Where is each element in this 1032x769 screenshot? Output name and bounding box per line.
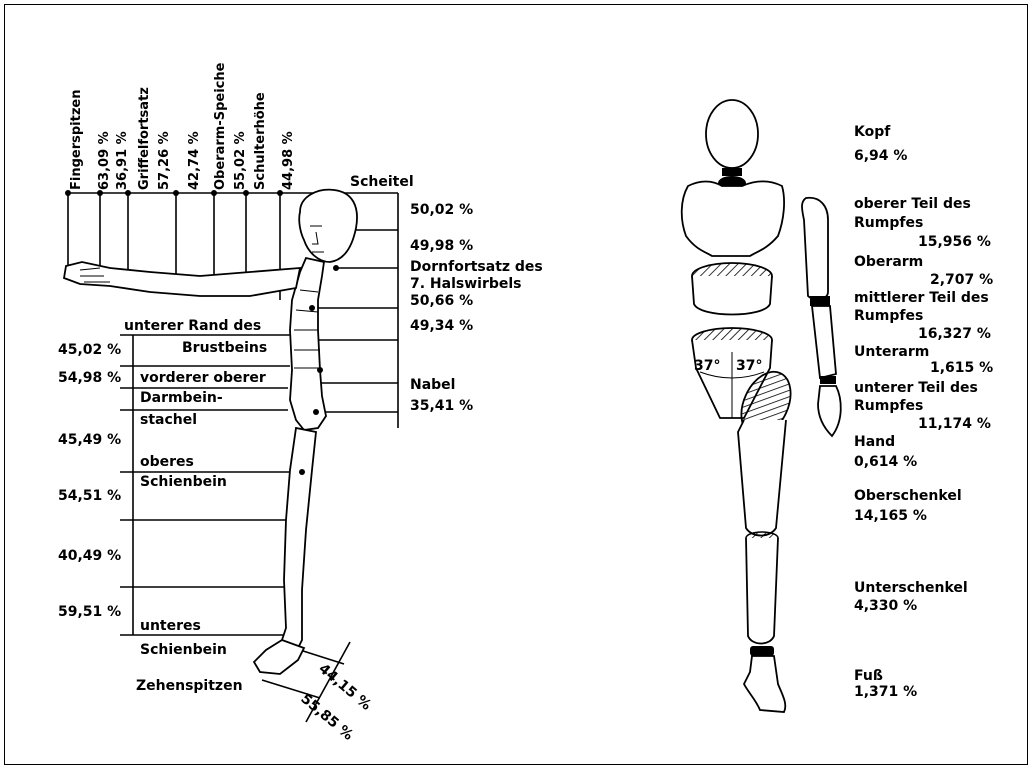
label-zehenspitzen: Zehenspitzen — [136, 678, 243, 694]
segment-head — [706, 100, 758, 168]
value-unterarm: 1,615 % — [930, 360, 993, 376]
label-unterer-rand: unterer Rand des — [124, 318, 261, 334]
angle-right: 37° — [736, 358, 762, 374]
value-49-98: 49,98 % — [410, 238, 473, 254]
neck-joint-a — [722, 168, 742, 176]
value-oberarm: 2,707 % — [930, 272, 993, 288]
label-dornfortsatz-2: 7. Halswirbels — [410, 276, 522, 292]
value-50-02: 50,02 % — [410, 202, 473, 218]
right-figure: 37° 37° Kopf 6,94 % oberer Teil des Rump… — [682, 100, 993, 712]
label-unterer-rumpf-2: Rumpfes — [854, 398, 923, 414]
value-oberarm-speiche: 55,02 % — [233, 131, 248, 190]
segment-upper-torso — [682, 182, 784, 257]
value-50-66: 50,66 % — [410, 293, 473, 309]
segment-shank — [746, 538, 778, 644]
label-oberer-rumpf: oberer Teil des — [854, 196, 971, 212]
label-dornfortsatz-1: Dornfortsatz des — [410, 259, 543, 275]
left-figure: Fingerspitzen 63,09 % 36,91 % Griffelfor… — [58, 62, 543, 743]
value-oberschenkel: 14,165 % — [854, 508, 927, 524]
label-vorderer-oberer: vorderer oberer — [140, 370, 266, 386]
segment-thigh — [738, 420, 786, 536]
value-45-02: 45,02 % — [58, 342, 121, 358]
label-schulterhoehe: Schulterhöhe — [253, 92, 268, 190]
value-40-49: 40,49 % — [58, 548, 121, 564]
label-unterarm: Unterarm — [854, 344, 929, 360]
label-mittlerer-rumpf-2: Rumpfes — [854, 308, 923, 324]
leg-shape — [280, 428, 316, 656]
label-unterer-rumpf: unterer Teil des — [854, 380, 978, 396]
value-unterer-rumpf: 11,174 % — [918, 416, 991, 432]
label-schienbein-oberes: Schienbein — [140, 474, 227, 490]
value-54-98: 54,98 % — [58, 370, 121, 386]
segment-upper-arm — [802, 198, 828, 300]
segment-foot — [744, 656, 785, 712]
value-54-51: 54,51 % — [58, 488, 121, 504]
ankle-joint — [750, 646, 774, 656]
label-fingerspitzen: Fingerspitzen — [69, 90, 84, 190]
label-schienbein-unteres: Schienbein — [140, 642, 227, 658]
segment-forearm — [812, 306, 836, 378]
label-brustbeins: Brustbeins — [182, 340, 267, 356]
label-oberarm-speiche: Oberarm-Speiche — [213, 62, 228, 190]
value-35-41: 35,41 % — [410, 398, 473, 414]
label-oberes: oberes — [140, 454, 194, 470]
label-oberschenkel: Oberschenkel — [854, 488, 962, 504]
segment-middle-torso — [692, 276, 772, 315]
label-griffelfortsatz: Griffelfortsatz — [137, 87, 152, 190]
elbow-joint — [810, 296, 830, 306]
value-unterschenkel: 4,330 % — [854, 598, 917, 614]
wrist-joint — [820, 376, 836, 384]
head-shape — [299, 190, 357, 262]
value-45-49: 45,49 % — [58, 432, 121, 448]
value-fingerspitzen: 63,09 % — [97, 131, 112, 190]
label-oberer-rumpf-2: Rumpfes — [854, 215, 923, 231]
foot-tick-a — [300, 650, 344, 664]
value-36-91: 36,91 % — [115, 131, 130, 190]
label-fuss: Fuß — [854, 668, 883, 684]
label-unterschenkel: Unterschenkel — [854, 580, 968, 596]
label-nabel: Nabel — [410, 377, 455, 393]
label-oberarm: Oberarm — [854, 254, 923, 270]
label-darmbein: Darmbein- — [140, 390, 223, 406]
segment-hand — [818, 386, 841, 436]
value-hand: 0,614 % — [854, 454, 917, 470]
label-stachel: stachel — [140, 412, 197, 428]
arm-shape — [64, 262, 300, 296]
label-kopf: Kopf — [854, 124, 891, 140]
label-hand: Hand — [854, 434, 895, 450]
value-49-34: 49,34 % — [410, 318, 473, 334]
value-griffelfortsatz: 57,26 % — [157, 131, 172, 190]
angle-left: 37° — [694, 358, 720, 374]
value-kopf: 6,94 % — [854, 148, 907, 164]
value-59-51: 59,51 % — [58, 604, 121, 620]
value-fuss: 1,371 % — [854, 684, 917, 700]
label-mittlerer-rumpf: mittlerer Teil des — [854, 290, 989, 306]
segment-labels: Kopf 6,94 % oberer Teil des Rumpfes 15,9… — [854, 124, 993, 700]
foot-shape — [254, 640, 304, 674]
value-mittlerer-rumpf: 16,327 % — [918, 326, 991, 342]
value-oberer-rumpf: 15,956 % — [918, 234, 991, 250]
value-schulterhoehe: 44,98 % — [281, 131, 296, 190]
label-scheitel: Scheitel — [350, 174, 414, 190]
value-42-74: 42,74 % — [187, 131, 202, 190]
label-unteres: unteres — [140, 618, 201, 634]
